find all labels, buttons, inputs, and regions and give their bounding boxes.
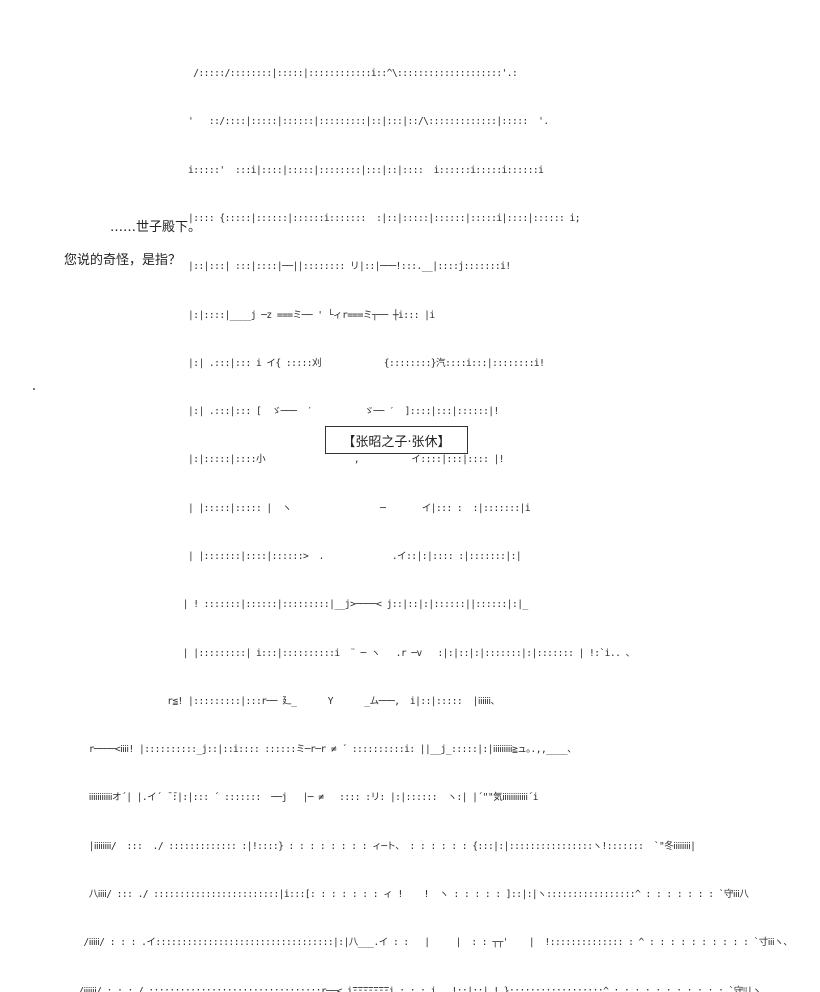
art-line: ⅰⅰⅰⅰⅰⅰⅰⅰⅰⅰⅰオ´| |.イ´ ̄ ̄:|:|::: ´ :::::::…	[26, 792, 539, 804]
art-line: ' ::/::::|:::::|::::::|:::::::::|::|:::|…	[26, 116, 549, 128]
art-line: | ! :::::::|::::::|:::::::::|__j>────< j…	[26, 599, 528, 611]
art-line: /ⅰⅰⅰⅰⅰⅰ/ : : : / :::::::::::::::::::::::…	[26, 985, 762, 992]
art-line: |:|::::|____j ─z ===ミ── ' └ィr===ミ┬── ┼i:…	[26, 309, 435, 321]
stray-dot	[33, 388, 35, 390]
art-line: |:::: {:::::|::::::|::::::i::::::: :|::|…	[26, 213, 581, 225]
character-caption: 【张昭之子·张休】	[342, 434, 451, 450]
art-line: |ⅰⅰⅰⅰⅰⅰⅰⅰ/ ::: ./ ::::::::::::: :|!::::}…	[26, 840, 696, 852]
art-line: |:|:::::|::::小 , イ::::|:::|:::: |!	[26, 454, 505, 466]
art-line: /ⅰⅰⅰⅰⅰ/ : : : .イ::::::::::::::::::::::::…	[26, 937, 793, 949]
ascii-art-figure: /:::::/::::::::|:::::|::::::::::::i::^\:…	[26, 34, 820, 992]
art-line: |:| .:::|::: [ ゞ─── ′ ゞ── ′ ]::::|:::|::…	[26, 406, 499, 418]
art-line: |:| .:::|::: i イ{ :::::刈 {::::::::}汽::::…	[26, 357, 545, 369]
art-line: | |:::::::::| i:::|::::::::::i ¨ ─ ヽ .r …	[26, 647, 635, 659]
character-caption-box: 【张昭之子·张休】	[325, 426, 468, 454]
art-line: | |:::::|::::: | ヽ ─ イ|::: : :|:::::::|i	[26, 502, 531, 514]
art-line: 八ⅰⅰⅰⅰ/ ::: ./ ::::::::::::::::::::::::|i…	[26, 888, 749, 900]
art-line: r≦! |:::::::::|:::r── 廴_ Y _ム───, i|::|:…	[26, 695, 500, 707]
dialogue-line-1: ……世子殿下。	[110, 220, 202, 235]
art-line: | |:::::::|::::|::::::> . .イ::|:|:::: :|…	[26, 551, 522, 562]
art-line: |::|:::| :::|::::|──||:::::::: リ|::|───!…	[26, 261, 511, 273]
art-line: r────<ⅰⅰⅰⅰ! |::::::::::_j::|::i:::: ::::…	[26, 744, 577, 756]
dialogue-line-2: 您说的奇怪，是指？	[64, 253, 182, 268]
art-line: /:::::/::::::::|:::::|::::::::::::i::^\:…	[26, 68, 518, 80]
art-line: i:::::' :::i|::::|:::::|::::::::|:::|::|…	[26, 164, 544, 176]
